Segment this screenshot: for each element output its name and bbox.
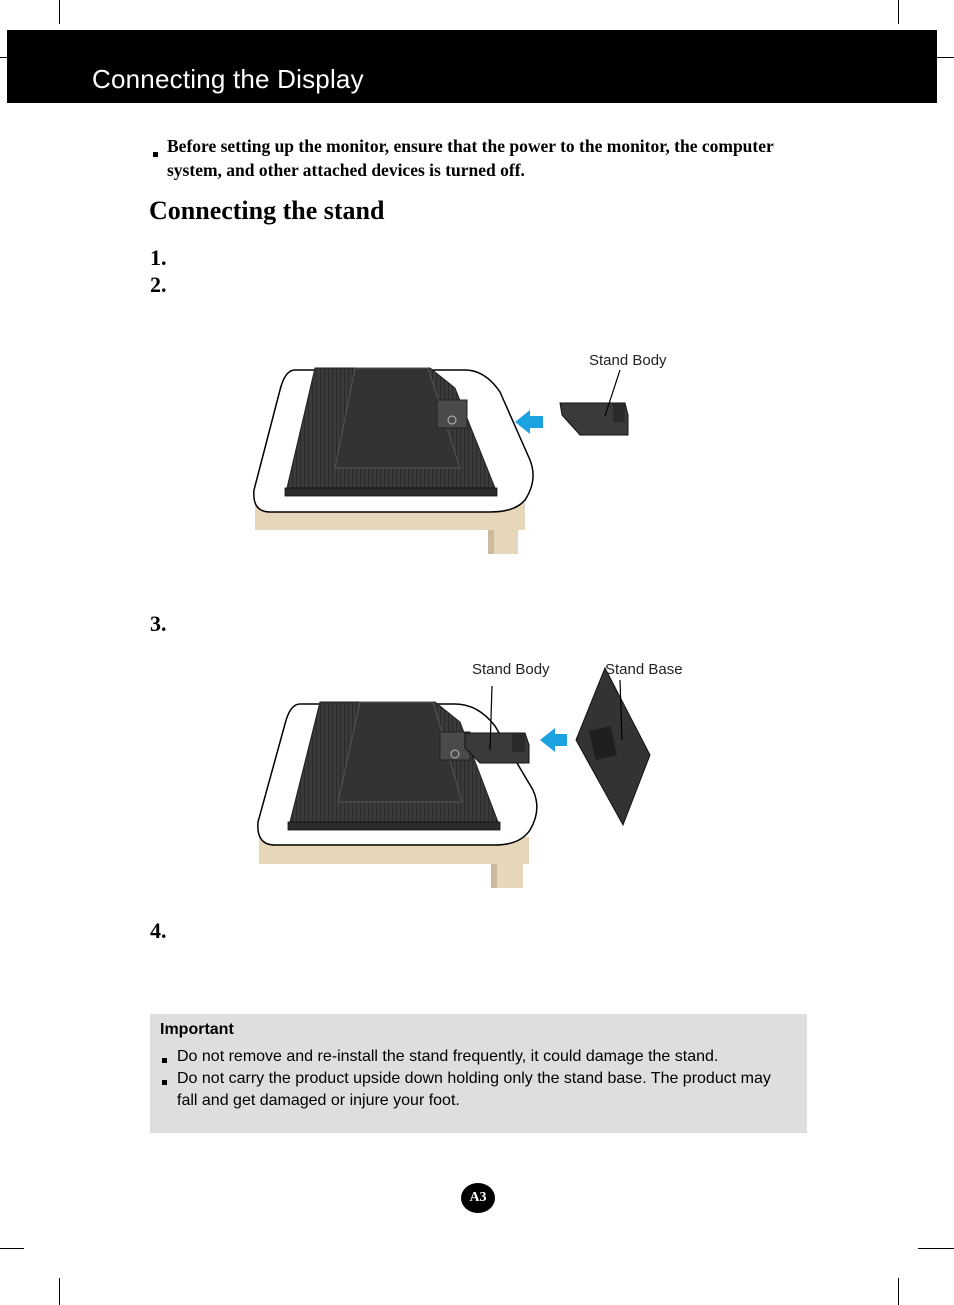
arrow-left-icon: [540, 728, 567, 752]
stand-base-label: Stand Base: [605, 661, 683, 678]
step-number: 4.: [150, 918, 167, 943]
crop-mark: [59, 1278, 60, 1305]
bullet-icon: [162, 1080, 167, 1085]
crop-mark: [898, 0, 899, 24]
bullet-icon: [153, 152, 158, 157]
page-number-badge: A3: [461, 1183, 495, 1213]
bullet-icon: [162, 1058, 167, 1063]
figure-attach-stand-base: [257, 666, 651, 888]
arrow-left-icon: [515, 410, 543, 434]
important-title: Important: [160, 1021, 234, 1038]
figure-attach-stand-body: [253, 367, 629, 554]
important-item: Do not remove and re-install the stand f…: [177, 1048, 719, 1065]
header-bar: [7, 30, 937, 103]
stand-body-label: Stand Body: [589, 352, 667, 369]
important-item: Do not carry the product upside down hol…: [177, 1070, 771, 1109]
step-number: 2.: [150, 272, 167, 297]
crop-mark: [918, 1248, 954, 1249]
crop-mark: [898, 1278, 899, 1305]
crop-mark: [930, 57, 954, 58]
section-title: Connecting the stand: [149, 196, 385, 225]
step-number: 1.: [150, 245, 167, 270]
crop-mark: [59, 0, 60, 24]
intro-text: Before setting up the monitor, ensure th…: [167, 136, 774, 180]
important-box: [150, 1014, 807, 1133]
crop-mark: [0, 1248, 24, 1249]
stand-body-part: [559, 402, 629, 436]
step-number: 3.: [150, 611, 167, 636]
stand-body-label: Stand Body: [472, 661, 550, 678]
page-title: Connecting the Display: [92, 64, 364, 94]
